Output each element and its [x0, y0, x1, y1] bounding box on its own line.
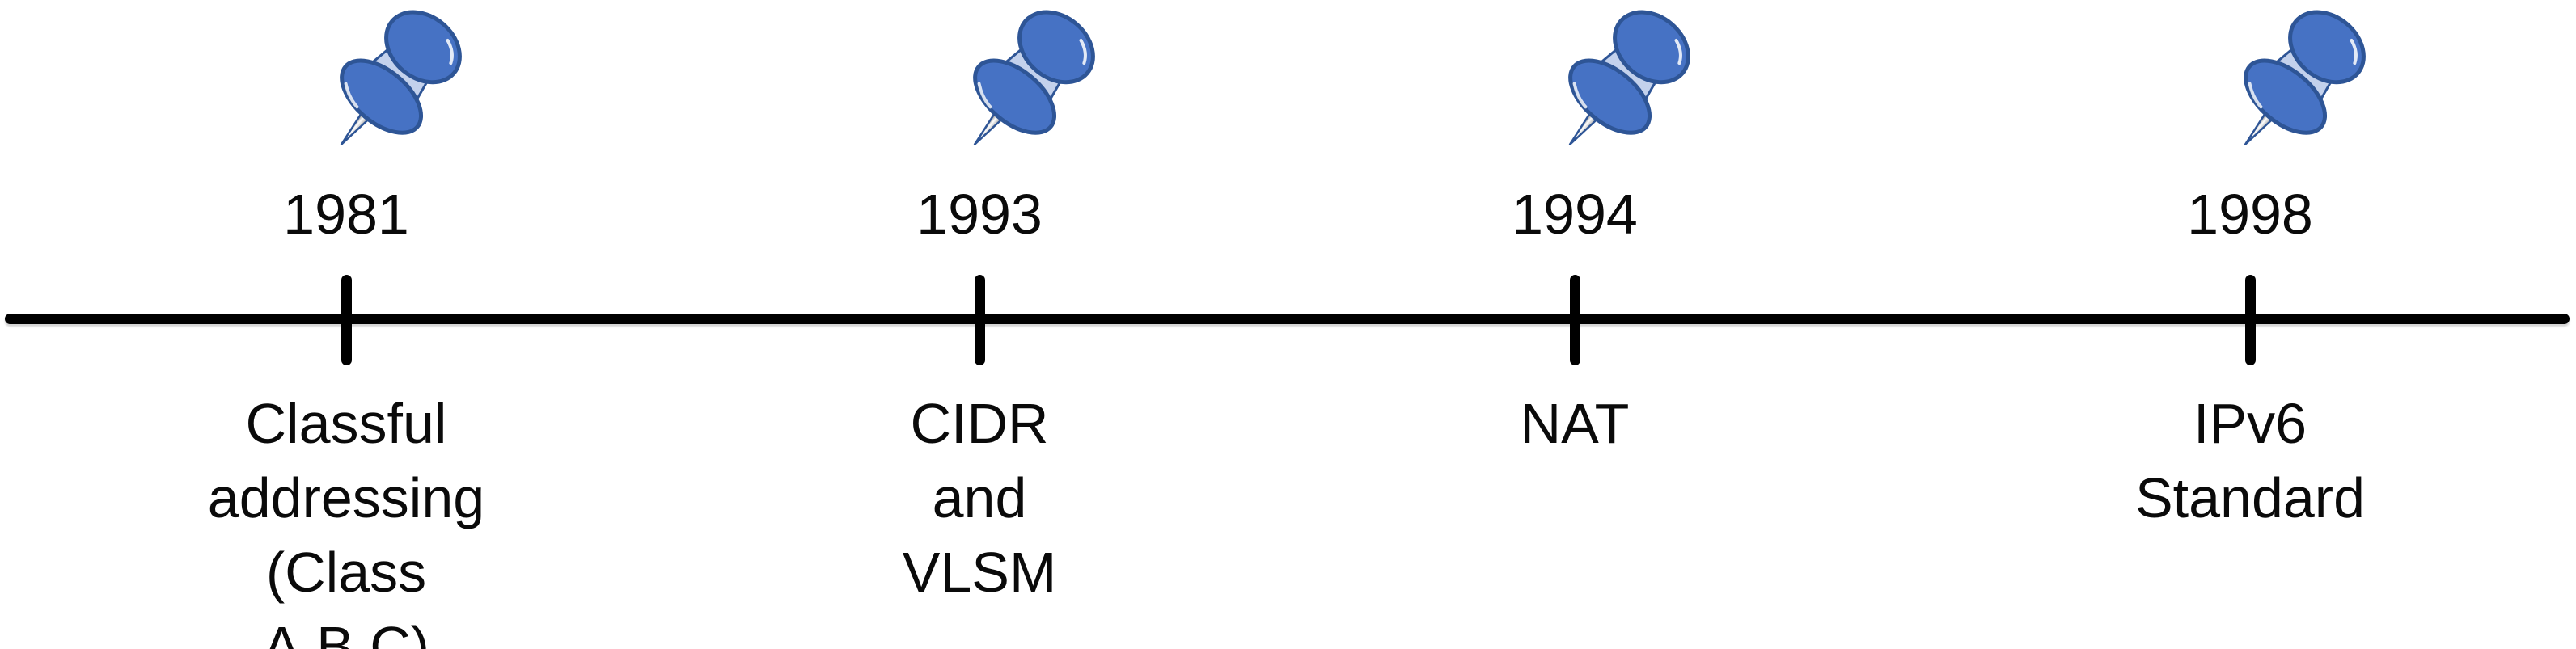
pushpin-base	[2244, 58, 2328, 135]
timeline-tick	[2244, 275, 2256, 365]
event-label: CIDR and VLSM	[902, 392, 1057, 604]
timeline-tick	[1569, 275, 1580, 365]
event-label: IPv6 Standard	[2134, 392, 2366, 529]
pushpin-base-highlight	[977, 82, 992, 109]
pushpin-knob	[1613, 10, 1690, 85]
event-label: Classful addressing (Class A,B,C)	[207, 392, 485, 649]
event-label: NAT	[1520, 392, 1630, 455]
pushpin-base	[340, 58, 424, 135]
pushpin-knob-highlight	[1674, 39, 1682, 65]
timeline-axis-line	[5, 314, 2570, 324]
pushpin-base-highlight	[1572, 82, 1588, 109]
timeline-tick	[341, 275, 352, 365]
pushpin-icon	[2244, 10, 2366, 145]
event-year: 1993	[916, 183, 1043, 246]
event-year: 1998	[2187, 183, 2313, 246]
pushpin-icon	[1568, 10, 1690, 145]
event-year: 1981	[283, 183, 409, 246]
pushpin-base	[973, 58, 1057, 135]
pushpin-knob-highlight	[446, 39, 454, 65]
pushpin-knob	[384, 10, 462, 85]
pushpin-icon	[340, 10, 462, 145]
pushpin-knob-highlight	[1079, 39, 1087, 65]
event-year: 1994	[1512, 183, 1638, 246]
pushpin-base-highlight	[344, 82, 359, 109]
timeline-tick	[974, 275, 985, 365]
pushpin-knob-highlight	[2350, 39, 2358, 65]
pushpin-icon	[973, 10, 1095, 145]
pushpin-base	[1568, 58, 1652, 135]
pushpin-knob	[2288, 10, 2366, 85]
pushpin-base-highlight	[2248, 82, 2263, 109]
pushpin-knob	[1017, 10, 1095, 85]
